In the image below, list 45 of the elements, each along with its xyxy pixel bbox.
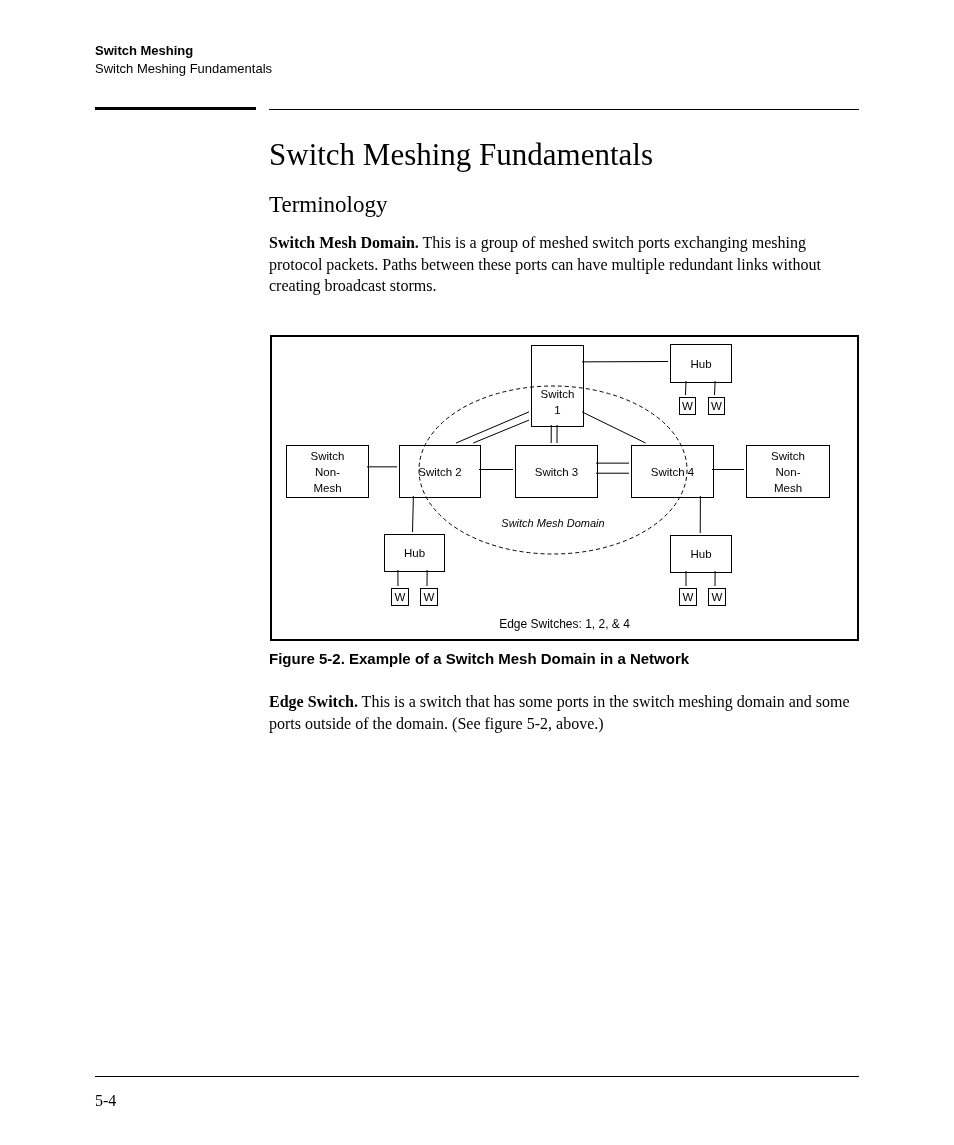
connection-line (581, 411, 647, 444)
running-header: Switch Meshing (95, 42, 194, 60)
network-box: Switch 4 (631, 445, 714, 498)
workstation-box: W (708, 588, 726, 606)
connection-line (397, 569, 399, 587)
connection-line (478, 469, 514, 470)
connection-line (455, 411, 530, 444)
workstation-box: W (679, 588, 697, 606)
connection-line (366, 466, 398, 468)
connection-line (426, 569, 428, 587)
connection-line (714, 380, 716, 396)
figure-caption: Figure 5-2. Example of a Switch Mesh Domain in a Network (269, 649, 690, 669)
page-number: 5-4 (95, 1091, 117, 1111)
connection-line (714, 570, 716, 587)
connection-line (556, 424, 558, 444)
network-box: Switch 1 (531, 345, 584, 427)
workstation-box: W (679, 397, 696, 415)
running-subheader: Switch Meshing Fundamentals (95, 60, 273, 78)
connection-line (685, 570, 687, 587)
page-title: Switch Meshing Fundamentals (269, 137, 654, 173)
workstation-box: W (391, 588, 409, 606)
connection-line (711, 469, 745, 470)
connection-line (595, 462, 630, 464)
network-box: Switch Non-Mesh (746, 445, 830, 498)
network-box: Hub (670, 344, 732, 383)
connection-line (685, 380, 687, 396)
figure-note: Edge Switches: 1, 2, & 4 (498, 616, 631, 633)
definition-paragraph: Edge Switch. This is a switch that has some ports in the switch meshing domain and some ports outside of the domain. (See figure 5-2, above.) (269, 692, 851, 734)
definition-paragraph: Switch Mesh Domain. This is a group of meshed switch ports exchanging meshing protocol packets. Paths between these ports can have multiple redundant links without creating broadcast storms. (269, 233, 822, 297)
workstation-box: W (708, 397, 725, 415)
connection-line (699, 495, 701, 534)
network-box: Hub (670, 535, 732, 573)
workstation-box: W (420, 588, 438, 606)
domain-label: Switch Mesh Domain (500, 516, 606, 531)
figure-frame (270, 335, 859, 641)
connection-line (472, 419, 530, 444)
connection-line (550, 424, 552, 444)
connection-line (412, 495, 414, 533)
section-heading: Terminology (269, 191, 388, 219)
network-box: Switch 2 (399, 445, 481, 498)
network-box: Hub (384, 534, 445, 572)
connection-line (581, 361, 669, 363)
network-box: Switch Non-Mesh (286, 445, 369, 498)
connection-line (595, 472, 630, 474)
network-box: Switch 3 (515, 445, 598, 498)
